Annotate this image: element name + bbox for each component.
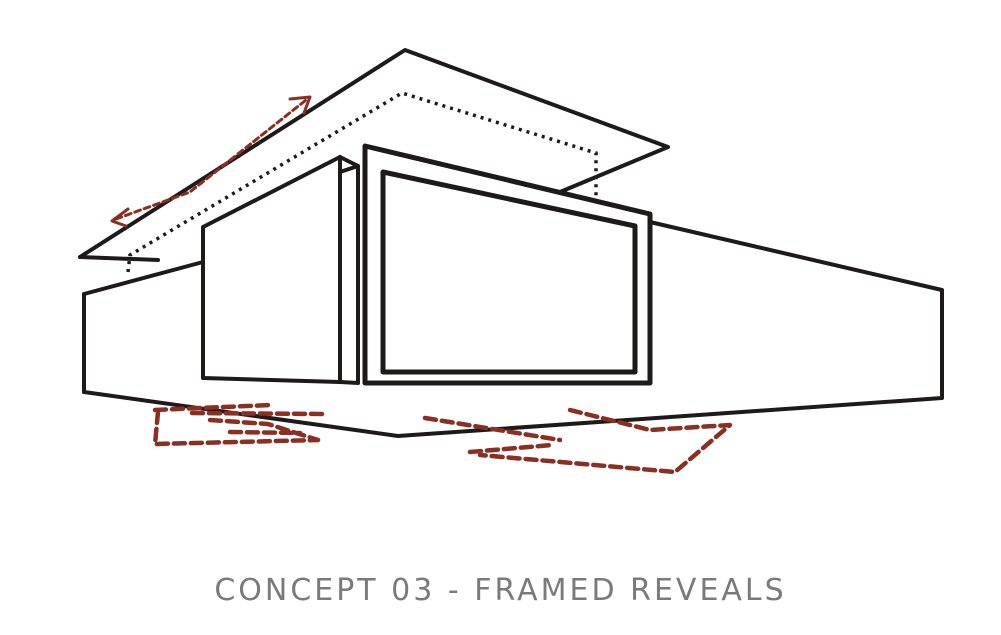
concept-caption: CONCEPT 03 - FRAMED REVEALS: [214, 573, 787, 608]
left-panel-face: [201, 155, 342, 384]
right-framed-window: [362, 143, 653, 386]
shadow-left-outline: [152, 402, 321, 447]
arrow-head-top: [288, 95, 312, 115]
shadow-right-hatch-1: [422, 415, 563, 443]
roof-inset-dotted-outline: [126, 91, 598, 273]
window-outer-frame: [362, 143, 653, 386]
body-bottom: [82, 220, 944, 438]
window-inner-frame: [380, 169, 638, 375]
shadow-right-hatch-2: [467, 442, 555, 455]
left-framed-panel: [201, 155, 360, 385]
left-panel-return: [338, 155, 360, 385]
building-body: [82, 220, 944, 438]
double-headed-arrow-icon: [110, 95, 312, 228]
roof-canopy: [78, 48, 670, 262]
roof-outline: [78, 48, 670, 259]
shadow-left-hatch-1: [189, 410, 325, 417]
arrow-shaft: [114, 98, 308, 221]
shadow-left-hatch-3: [227, 429, 303, 436]
body-top-left: [82, 260, 205, 296]
roof-underside: [78, 255, 160, 262]
shadow-right-outline: [477, 407, 733, 475]
left-panel-return-inner: [338, 164, 360, 174]
arrow-head-bottom: [110, 207, 130, 228]
ground-shadow-dashes: [152, 402, 733, 475]
